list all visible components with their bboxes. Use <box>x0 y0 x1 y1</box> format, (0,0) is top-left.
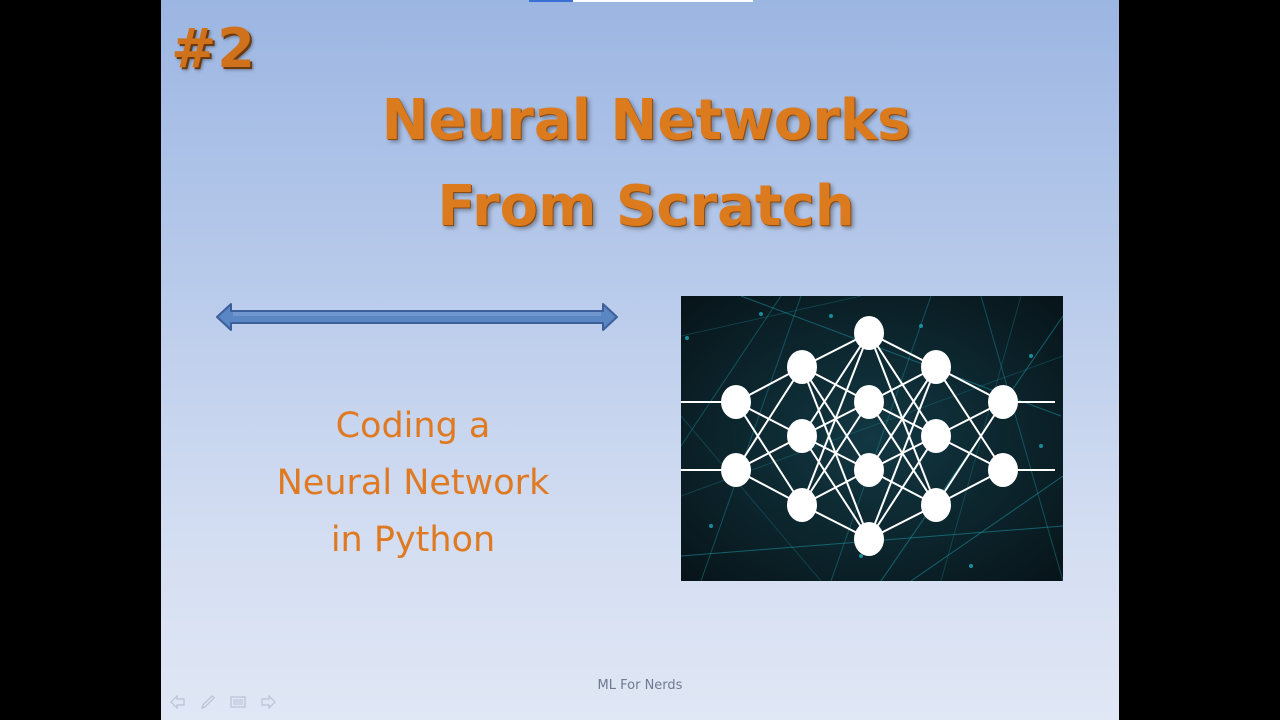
glow-line <box>700 296 802 581</box>
network-node <box>921 488 951 522</box>
network-nodes <box>721 316 1018 556</box>
network-node <box>988 453 1018 487</box>
glow-line <box>830 296 932 581</box>
network-node <box>787 488 817 522</box>
glow-dot <box>1029 354 1033 358</box>
network-node <box>854 316 884 350</box>
network-node <box>787 350 817 384</box>
title-line-2: From Scratch <box>437 174 855 239</box>
glow-dot <box>685 336 689 340</box>
background-glow-lines <box>681 296 1063 581</box>
glow-line <box>910 475 1063 581</box>
glow-dot <box>759 312 763 316</box>
glow-line <box>681 296 862 337</box>
pen-icon[interactable] <box>199 693 217 711</box>
slide-title: Neural Networks From Scratch <box>311 78 981 250</box>
glow-line <box>681 415 822 581</box>
slide-number: #2 <box>171 17 256 80</box>
subtitle-line-1: Coding a <box>335 406 491 446</box>
glow-line <box>980 296 1063 581</box>
title-line-1: Neural Networks <box>381 88 911 153</box>
glow-dot <box>1039 444 1043 448</box>
network-edge <box>801 401 870 506</box>
network-node <box>921 350 951 384</box>
network-node <box>854 453 884 487</box>
neural-network-image <box>681 296 1063 581</box>
glow-dot <box>859 554 863 558</box>
glow-line <box>940 296 1022 581</box>
network-node <box>721 385 751 419</box>
double-headed-arrow-icon <box>216 303 618 331</box>
network-node <box>854 385 884 419</box>
glow-dot <box>969 564 973 568</box>
network-node <box>787 419 817 453</box>
previous-slide-icon[interactable] <box>169 693 187 711</box>
network-edge <box>735 366 803 471</box>
subtitle-line-3: in Python <box>330 520 496 560</box>
network-edge <box>868 366 937 471</box>
glow-dot <box>709 524 713 528</box>
network-edge <box>935 401 1004 506</box>
network-node <box>921 419 951 453</box>
presentation-slide: #2 Neural Networks From Scratch Coding a… <box>161 0 1119 720</box>
top-progress-track <box>573 0 753 2</box>
glow-line <box>681 296 782 447</box>
network-edge <box>801 332 870 506</box>
slide-footer: ML For Nerds <box>597 678 683 693</box>
slide-navigation <box>169 692 277 712</box>
network-edge <box>801 332 870 437</box>
network-edge <box>868 435 937 540</box>
glow-dot <box>829 314 833 318</box>
neural-network-diagram-icon <box>681 296 1063 581</box>
network-node <box>854 522 884 556</box>
subtitle-line-2: Neural Network <box>276 463 550 503</box>
network-edge <box>868 366 937 540</box>
network-node <box>721 453 751 487</box>
glow-dot <box>919 324 923 328</box>
slide-menu-icon[interactable] <box>229 693 247 711</box>
slide-subtitle: Coding a Neural Network in Python <box>243 398 583 569</box>
top-progress-bar <box>529 0 573 2</box>
arrow-shape <box>216 303 618 331</box>
next-slide-icon[interactable] <box>259 693 277 711</box>
network-node <box>988 385 1018 419</box>
